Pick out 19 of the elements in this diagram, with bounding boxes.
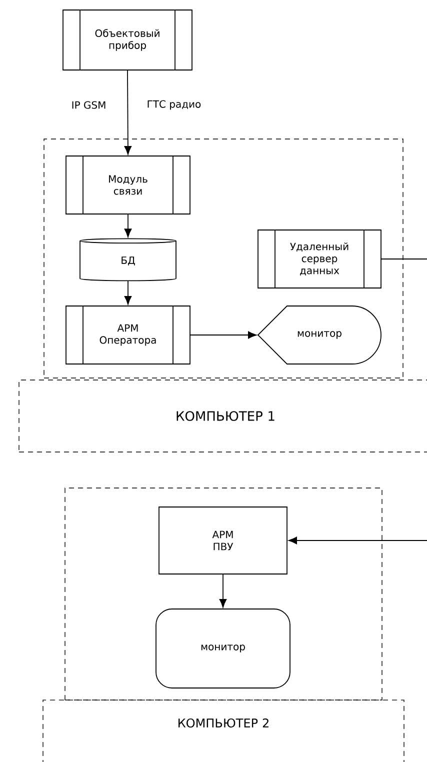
computer-frame: КОМПЬЮТЕР 1 <box>18 380 427 452</box>
arrow <box>124 70 132 155</box>
arrow <box>288 536 427 544</box>
channel-label: ГТС радио <box>148 100 201 110</box>
arrow <box>219 574 227 608</box>
computer-frame: КОМПЬЮТЕР 2 <box>42 700 404 762</box>
display-box: монитор <box>156 608 290 688</box>
process-box: Модуль связи <box>66 156 190 214</box>
dashed-frame <box>44 138 404 378</box>
arrow <box>124 214 132 238</box>
process-box: АРМ Оператора <box>66 306 190 364</box>
arrow <box>124 280 132 305</box>
database-cylinder: БД <box>80 238 176 282</box>
process-box: Объектовый прибор <box>62 10 192 70</box>
process-box: Удаленный сервер данных <box>258 230 382 288</box>
arrow <box>190 331 257 339</box>
dashed-frame <box>64 488 382 700</box>
channel-label: IP GSM <box>72 101 106 109</box>
process-box: АРМ ПВУ <box>158 506 288 574</box>
